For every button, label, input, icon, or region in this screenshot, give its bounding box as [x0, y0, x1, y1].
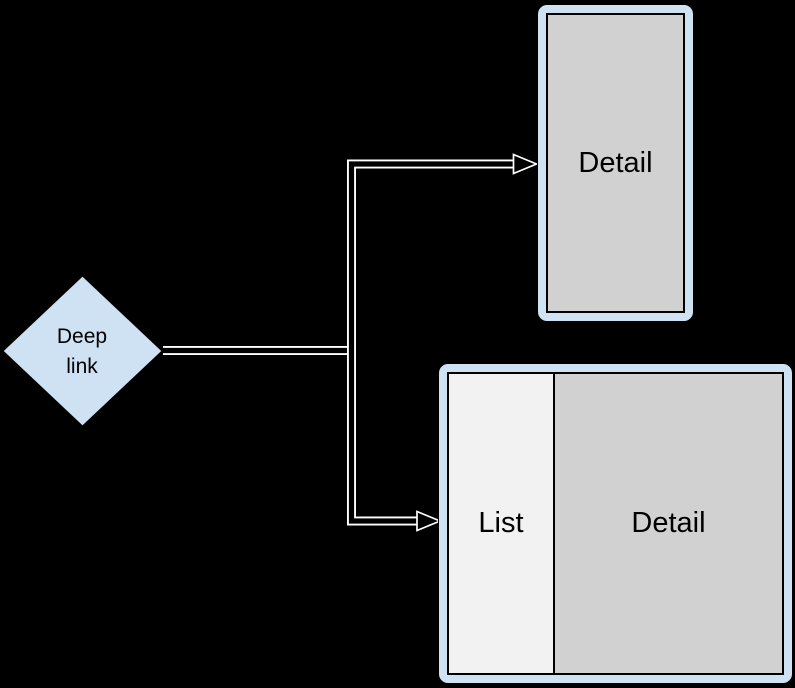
- detail-label: Detail: [631, 507, 706, 539]
- phone-detail-label: Detail: [578, 146, 653, 179]
- deep-link-diamond: [2, 275, 163, 427]
- phone-screen: Detail: [546, 13, 685, 313]
- list-detail-frame: List Detail: [438, 363, 793, 684]
- phone-frame: Detail: [537, 4, 694, 322]
- arrowhead-to-detail-icon: [512, 153, 539, 175]
- deep-link-label: Deep link: [56, 325, 108, 378]
- connector-trunk-core: [348, 161, 516, 524]
- list-detail-screen: List Detail: [447, 372, 784, 675]
- list-label: List: [478, 507, 524, 539]
- arrowhead-to-list-detail-icon: [416, 510, 443, 532]
- list-pane: List: [449, 374, 555, 673]
- detail-pane: Detail: [555, 374, 782, 673]
